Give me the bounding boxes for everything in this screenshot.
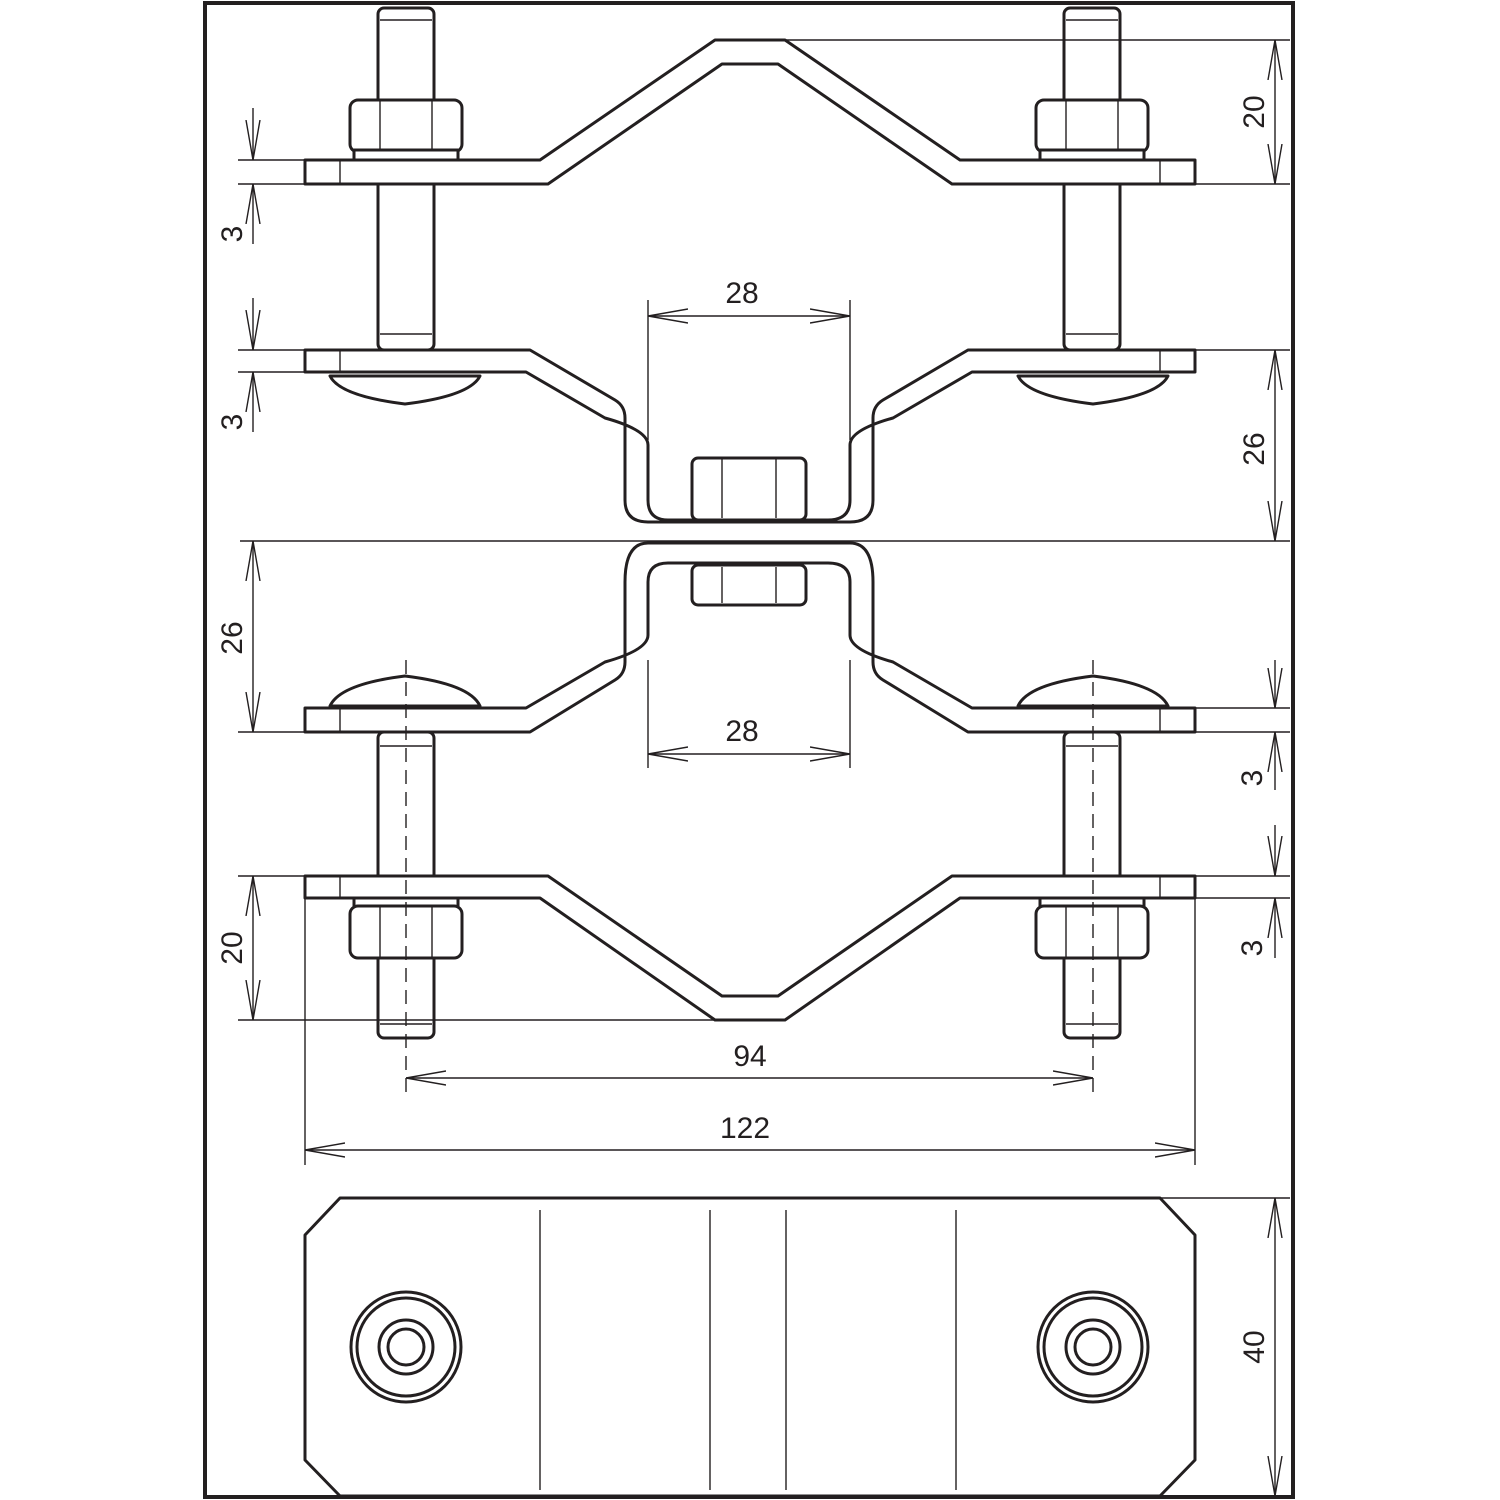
plan-view-plate xyxy=(303,1196,1197,1498)
dim-lower-channel-depth: 26 xyxy=(216,621,249,654)
dim-bolt-spacing: 94 xyxy=(733,1040,766,1073)
dim-bottom-offset: 20 xyxy=(216,931,249,964)
dim-top-thickness-lower: 3 xyxy=(216,414,249,431)
dim-top-offset: 20 xyxy=(1238,95,1271,128)
dim-lower-channel-width: 28 xyxy=(725,715,758,748)
dimension-lines xyxy=(238,39,1290,1497)
dim-top-thickness-upper: 3 xyxy=(216,226,249,243)
dimension-labels: 20 3 3 28 26 26 28 3 3 20 94 122 40 xyxy=(216,95,1271,1363)
dim-bottom-thickness-upper: 3 xyxy=(1236,770,1269,787)
dim-bottom-thickness-lower: 3 xyxy=(1236,940,1269,957)
bottom-clamp-bracket xyxy=(303,541,1197,1095)
dim-upper-channel-width: 28 xyxy=(725,277,758,310)
dim-upper-channel-depth: 26 xyxy=(1238,432,1271,465)
dim-overall-length: 122 xyxy=(720,1112,770,1145)
top-clamp-bracket xyxy=(303,6,1197,524)
dim-plate-width: 40 xyxy=(1238,1330,1271,1363)
